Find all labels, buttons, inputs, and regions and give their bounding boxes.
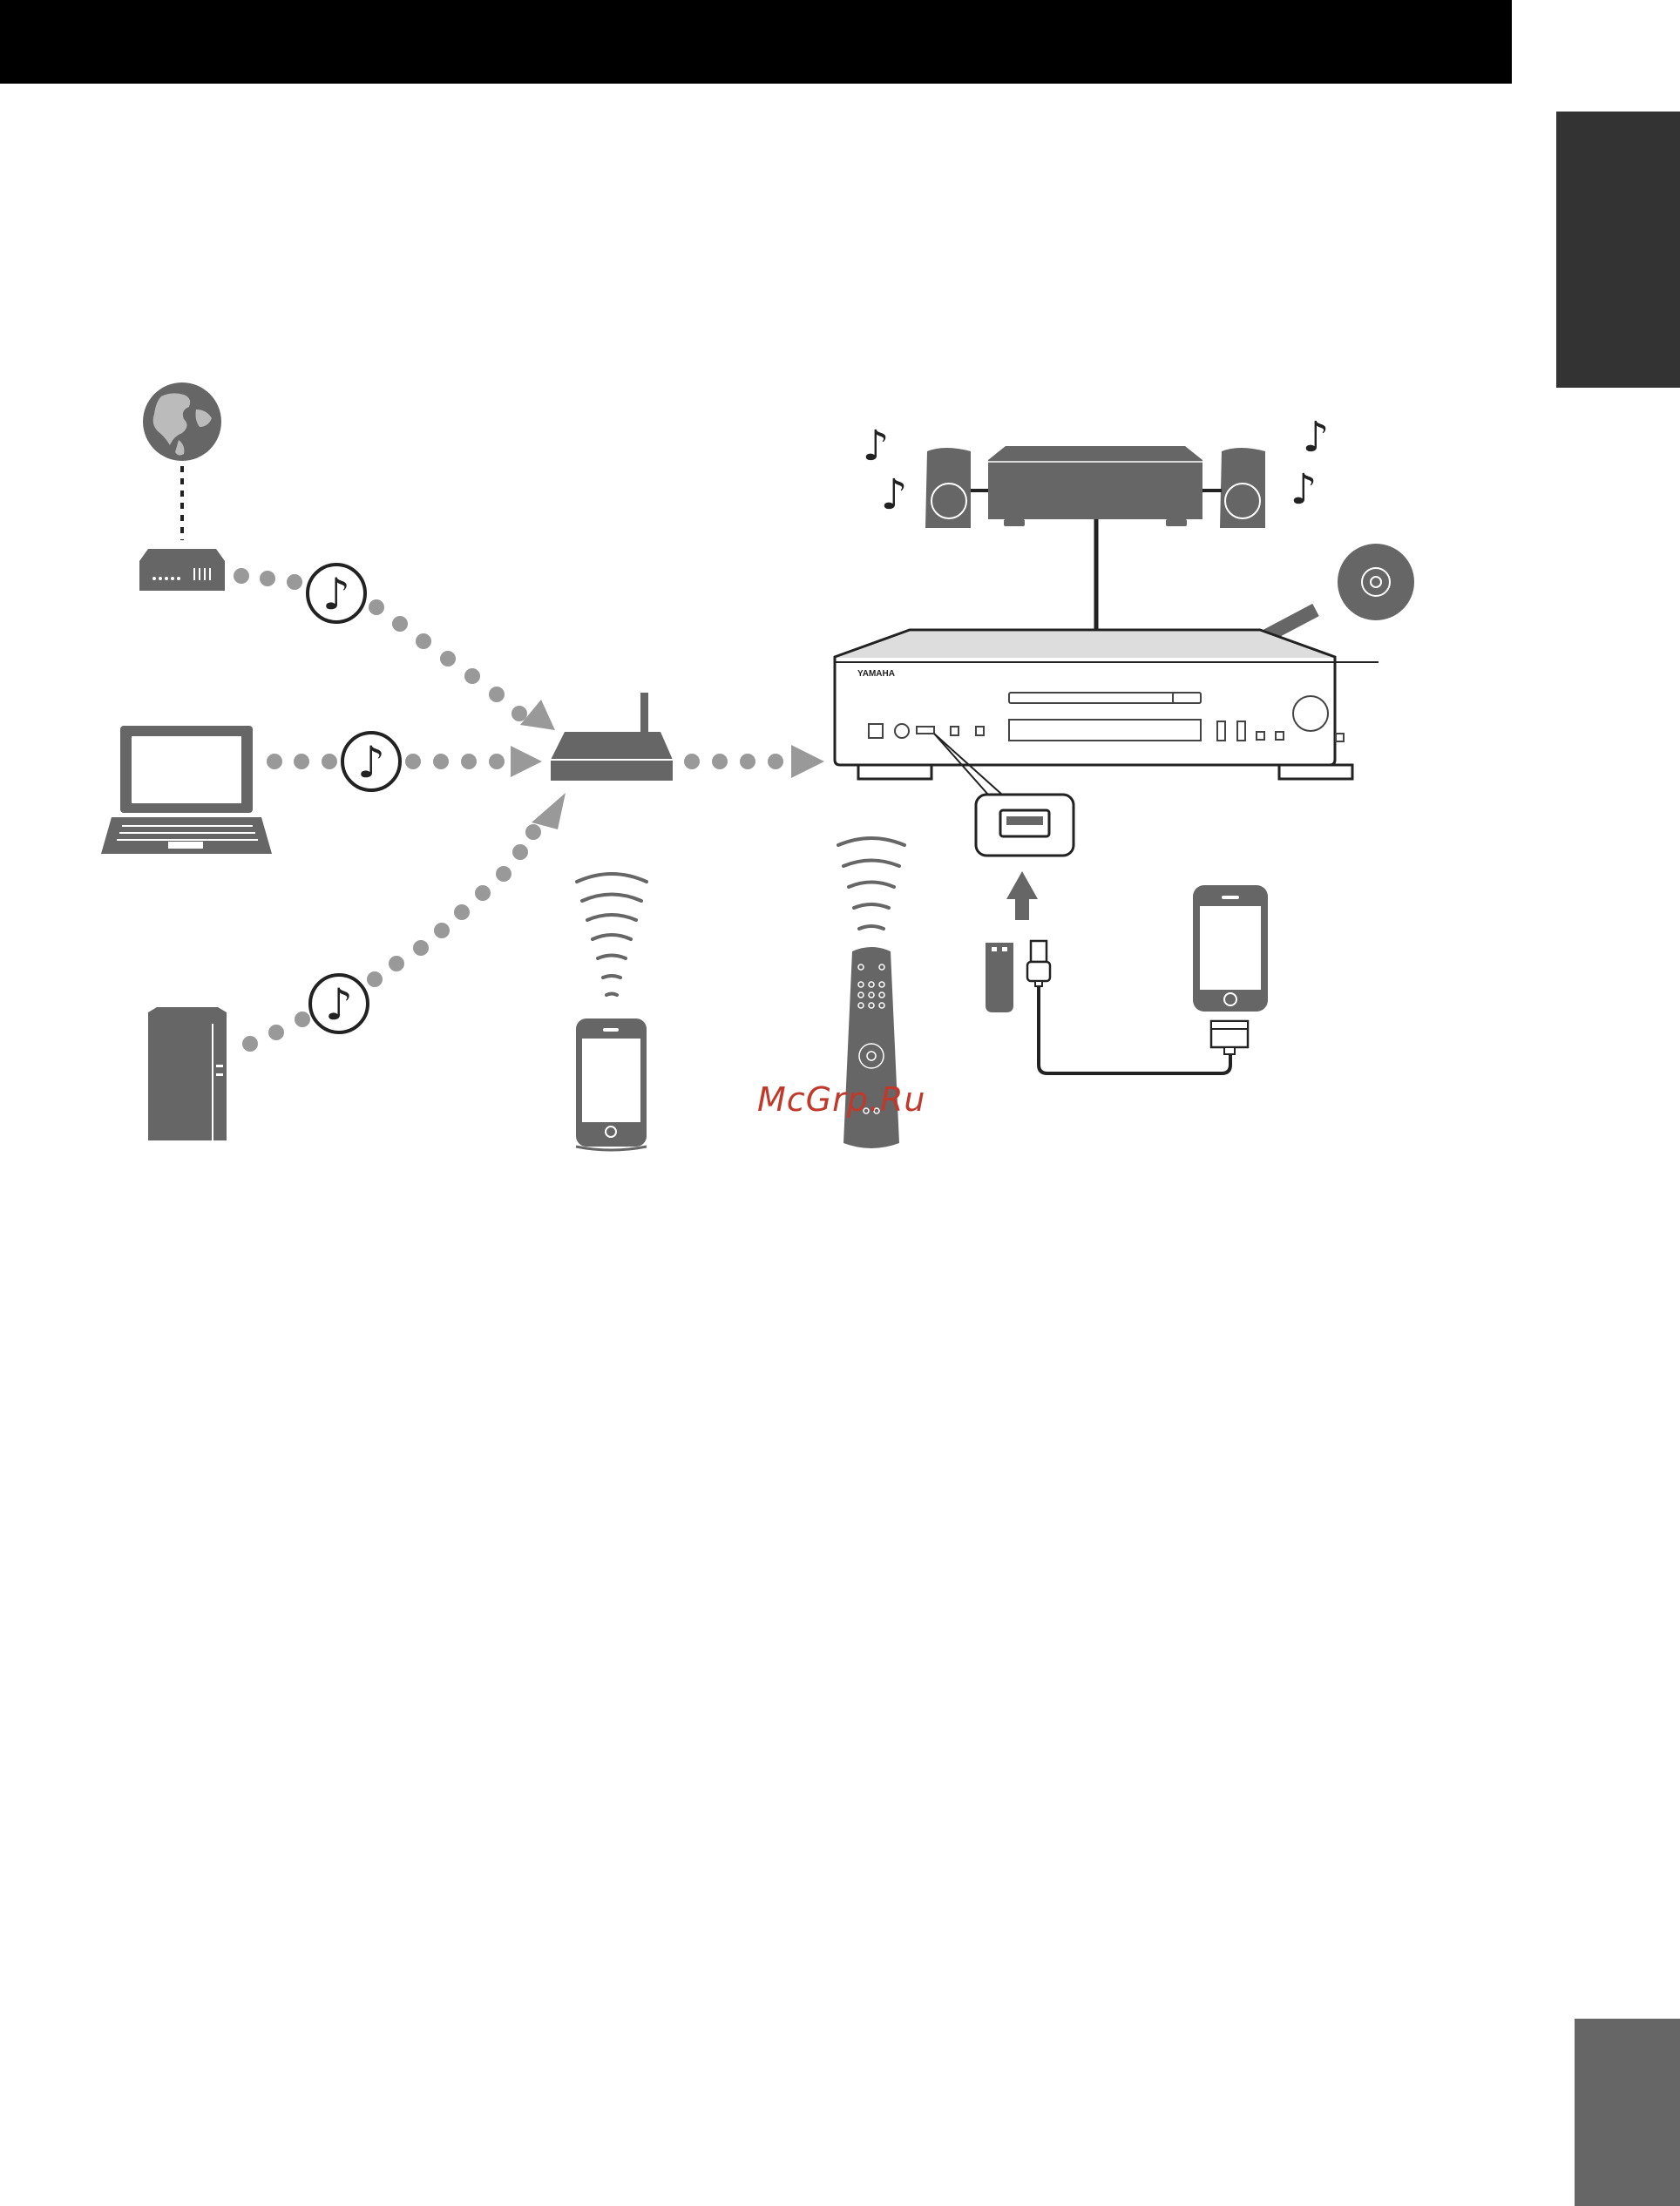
globe-icon <box>143 382 221 461</box>
music-note-icon: ♪ <box>863 422 890 470</box>
dotted-path-router-to-player <box>684 745 824 778</box>
usb-flash-drive-icon <box>986 943 1013 1012</box>
speaker-icon <box>925 448 971 528</box>
amplifier-icon <box>988 446 1202 526</box>
cd-disc-icon <box>1338 544 1414 620</box>
wireless-router-icon <box>551 693 673 781</box>
music-note-icon: ♪ <box>881 470 908 519</box>
svg-text:♪: ♪ <box>322 569 350 619</box>
music-note-icon: ♪ <box>310 975 368 1032</box>
laptop-icon <box>101 726 272 854</box>
svg-text:♪: ♪ <box>325 979 353 1030</box>
usb-insert-arrow <box>1006 871 1038 920</box>
music-note-icon: ♪ <box>1303 413 1330 462</box>
iphone-icon <box>1193 885 1268 1012</box>
speaker-icon <box>1220 448 1265 528</box>
nas-server-icon <box>148 1007 227 1140</box>
dotted-path-modem-to-router <box>234 568 555 730</box>
signal-waves-icon <box>838 838 904 929</box>
music-note-icon: ♪ <box>342 733 400 790</box>
smartphone-icon <box>576 1018 647 1150</box>
dotted-path-laptop-to-router <box>267 746 542 777</box>
dotted-path-nas-to-router <box>242 793 566 1052</box>
modem-icon <box>139 549 225 591</box>
network-cd-player: YAMAHA <box>835 630 1379 779</box>
music-note-icon: ♪ <box>308 565 365 622</box>
watermark-text: McGrp.Ru <box>757 1080 966 1124</box>
player-brand: YAMAHA <box>857 669 895 679</box>
music-note-icon: ♪ <box>1290 465 1318 514</box>
svg-text:♪: ♪ <box>357 737 385 788</box>
signal-waves-icon <box>577 874 647 995</box>
